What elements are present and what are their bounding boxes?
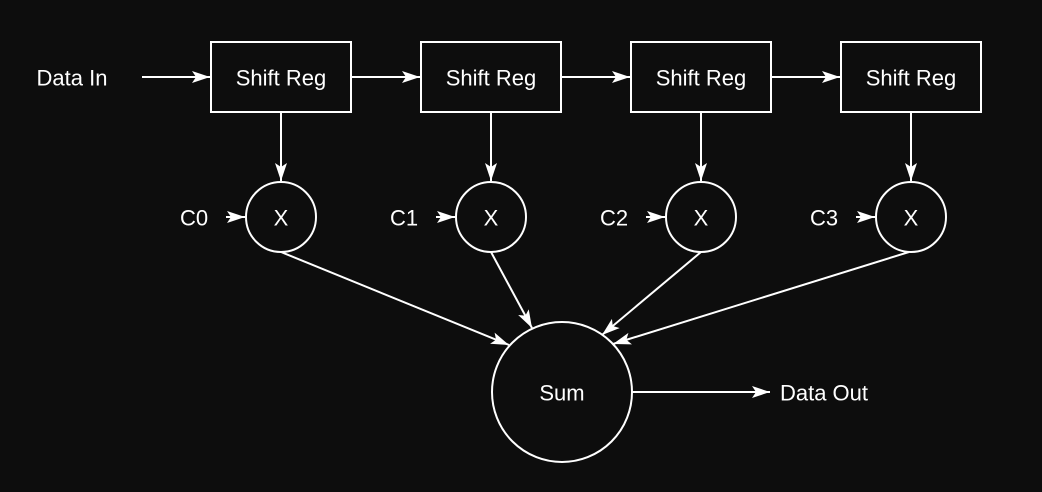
multiplier-3-node: X: [665, 181, 737, 253]
multiplier-1-to-sum-arrow: [280, 251, 510, 346]
shift-reg-1-label: Shift Reg: [236, 66, 327, 91]
data-in-label: Data In: [37, 66, 108, 91]
multiplier-4-to-sum-arrow: [612, 251, 910, 345]
shift-reg-2-label: Shift Reg: [446, 66, 537, 91]
sum-label: Sum: [539, 381, 584, 406]
shift-reg-1-node: Shift Reg: [210, 41, 352, 113]
multiplier-2-label: X: [484, 206, 499, 231]
shift-reg-4-box: [840, 41, 982, 113]
coefficient-c3-label: C3: [810, 206, 838, 231]
multiplier-1-node: X: [245, 181, 317, 253]
multiplier-4-node: X: [875, 181, 947, 253]
coefficient-c2-label: C2: [600, 206, 628, 231]
shift-reg-4-label: Shift Reg: [866, 66, 957, 91]
shift-reg-2-node: Shift Reg: [420, 41, 562, 113]
shift-reg-4-node: Shift Reg: [840, 41, 982, 113]
coefficient-c1-label: C1: [390, 206, 418, 231]
sum-node: Sum: [491, 321, 633, 463]
data-out-label: Data Out: [780, 381, 868, 406]
multiplier-1-label: X: [274, 206, 289, 231]
multiplier-4-label: X: [904, 206, 919, 231]
multiplier-4-circle: [875, 181, 947, 253]
shift-reg-3-label: Shift Reg: [656, 66, 747, 91]
multiplier-3-to-sum-arrow: [601, 251, 702, 336]
multiplier-2-to-sum-arrow: [490, 251, 533, 329]
coefficient-c0-label: C0: [180, 206, 208, 231]
shift-reg-3-node: Shift Reg: [630, 41, 772, 113]
multiplier-3-label: X: [694, 206, 709, 231]
multiplier-2-node: X: [455, 181, 527, 253]
